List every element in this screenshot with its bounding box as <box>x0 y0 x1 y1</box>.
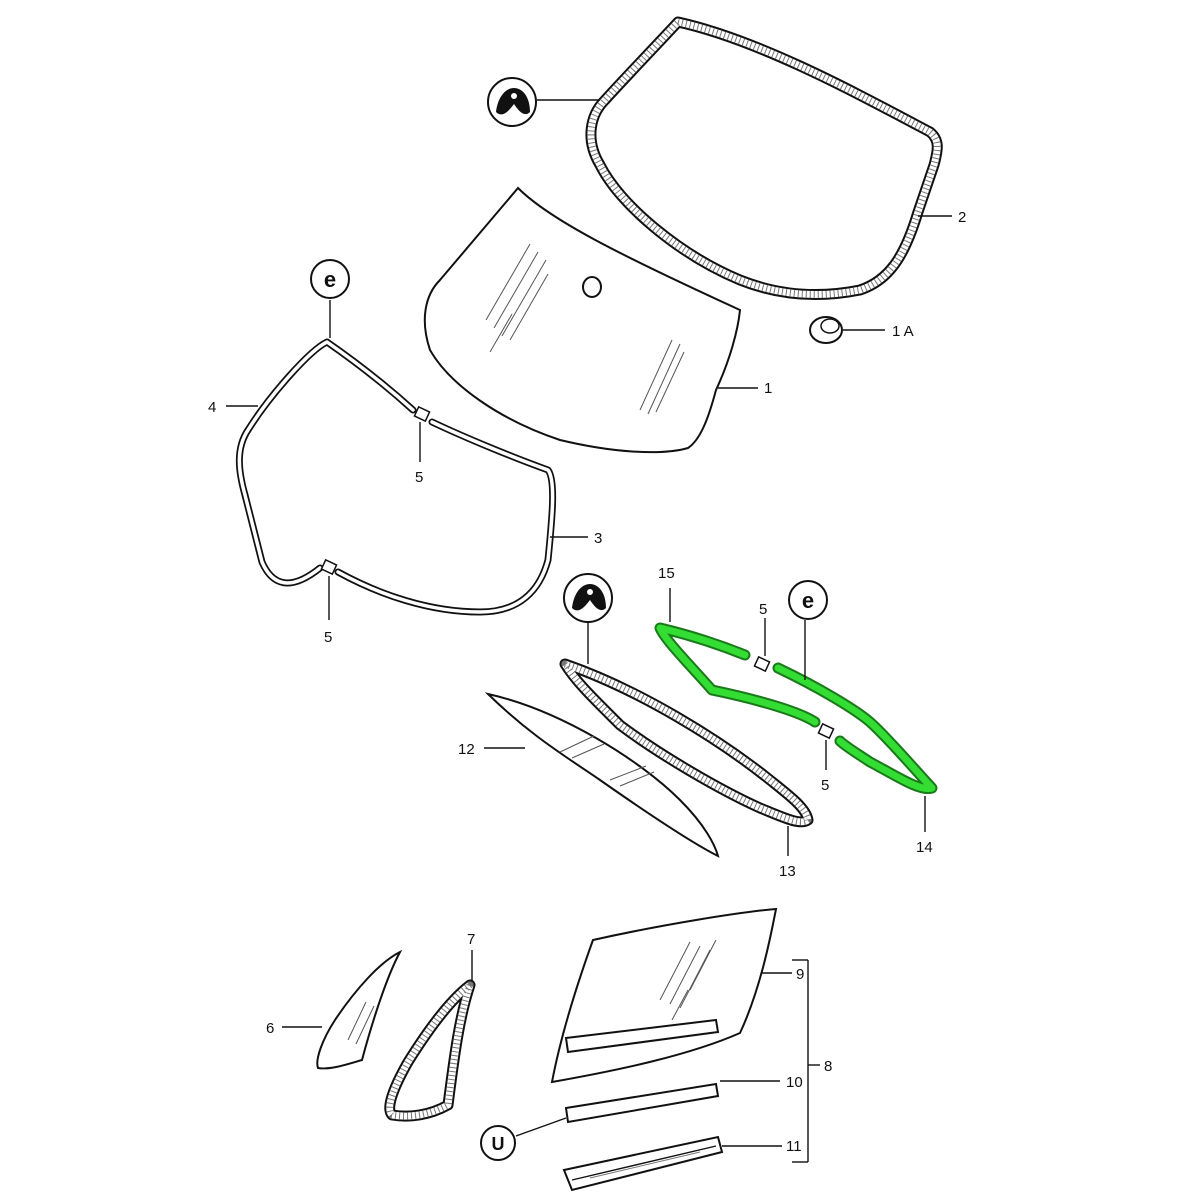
label-14: 14 <box>916 839 933 856</box>
part-1-windshield-glass[interactable] <box>423 186 742 454</box>
part-9-door-glass[interactable] <box>550 907 778 1084</box>
label-13: 13 <box>779 863 796 880</box>
label-2: 2 <box>958 209 966 226</box>
glass-reflection-hatch <box>485 243 685 415</box>
u-symbol: U <box>480 1125 516 1161</box>
label-12: 12 <box>458 741 475 758</box>
bond-symbol-middle <box>563 573 613 623</box>
label-5a: 5 <box>415 469 423 486</box>
e-symbol-right-glyph: e <box>802 588 814 613</box>
part-5-connector-rear-upper[interactable] <box>753 655 771 673</box>
part-10-channel-strip[interactable] <box>564 1018 720 1054</box>
e-symbol-right: e <box>788 580 828 620</box>
part-5-connector-lower[interactable] <box>320 558 338 576</box>
part-1a-plug[interactable] <box>809 316 843 344</box>
label-15: 15 <box>658 565 675 582</box>
part-12-rear-side-glass[interactable] <box>484 692 720 858</box>
part-7-vent-seal[interactable] <box>384 979 476 1122</box>
label-8: 8 <box>824 1058 832 1075</box>
e-symbol-left-glyph: e <box>324 267 336 292</box>
label-5b: 5 <box>324 629 332 646</box>
part-2-windshield-seal[interactable] <box>585 16 943 301</box>
part-10-channel-lower[interactable] <box>564 1082 720 1124</box>
e-symbol-left: e <box>310 259 350 299</box>
bond-symbol-top <box>487 77 537 127</box>
part-3-4-trim-frame[interactable] <box>235 338 557 616</box>
part-1-sensor-mount <box>582 276 602 298</box>
bracket-8 <box>792 959 820 1163</box>
part-6-vent-glass[interactable] <box>316 949 403 1070</box>
label-1a: 1 A <box>892 323 914 340</box>
label-5d: 5 <box>821 777 829 794</box>
label-10: 10 <box>786 1074 803 1091</box>
label-5c: 5 <box>759 601 767 618</box>
label-4: 4 <box>208 399 216 416</box>
label-7: 7 <box>467 931 475 948</box>
part-13-rear-side-seal[interactable] <box>559 658 814 828</box>
part-11-guide-rail[interactable] <box>562 1135 724 1192</box>
part-5-connector-upper[interactable] <box>413 405 431 423</box>
part-14-rear-trim-highlighted[interactable] <box>654 622 938 795</box>
label-6: 6 <box>266 1020 274 1037</box>
label-1: 1 <box>764 380 772 397</box>
part-5-connector-rear-lower[interactable] <box>817 722 835 740</box>
leader-u-symbol <box>515 1117 567 1137</box>
label-3: 3 <box>594 530 602 547</box>
label-9: 9 <box>796 966 804 983</box>
label-11: 11 <box>786 1138 802 1155</box>
u-symbol-glyph: U <box>492 1134 505 1154</box>
